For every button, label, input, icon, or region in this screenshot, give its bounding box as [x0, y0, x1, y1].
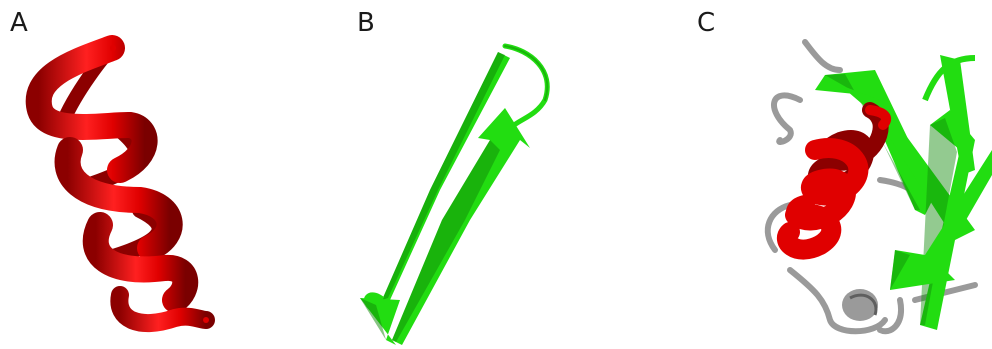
beta-hairpin-ribbon [330, 0, 675, 349]
alpha-helix-ribbon [0, 0, 330, 349]
panel-a: A [0, 0, 330, 349]
mixed-fold-ribbon [675, 0, 992, 349]
panel-c: C [675, 0, 992, 349]
panel-b: B [330, 0, 675, 349]
